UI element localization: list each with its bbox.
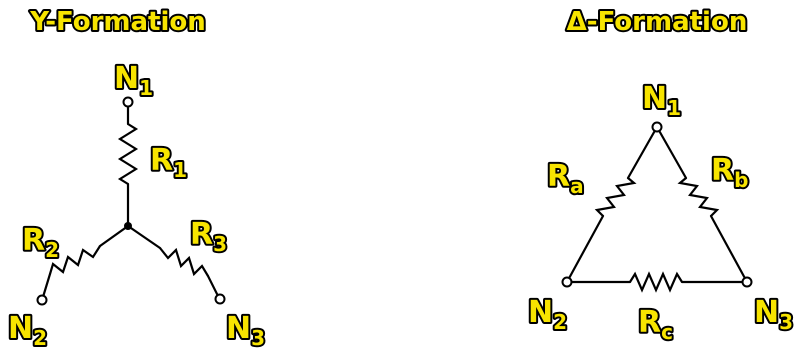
delta-resistor-rb-label: Rb <box>711 153 748 192</box>
y-resistor-r1-label: R1 <box>150 143 187 182</box>
y-wire-r3-n3 <box>206 274 220 298</box>
y-resistor-r3-label: R3 <box>190 217 227 256</box>
y-resistor-r3 <box>159 247 209 277</box>
y-resistor-r1 <box>117 123 139 185</box>
delta-side-ra <box>565 125 659 284</box>
delta-resistor-rc <box>629 271 683 293</box>
delta-wire-ra-n2 <box>565 214 605 284</box>
delta-resistor-rc-label: Rc <box>638 305 673 344</box>
delta-formation: Δ-Formation N1 N2 N3 Ra Rb Rc <box>526 5 795 346</box>
y-wire-center-r2 <box>98 224 130 248</box>
delta-wire-rb-n3 <box>709 214 749 284</box>
delta-resistor-ra <box>594 177 637 217</box>
y-formation-title: Y-Formation <box>29 7 206 37</box>
y-formation: Y-Formation N1 N2 N3 R1 R2 R3 <box>6 5 267 352</box>
y-node-n3-label: N3 <box>226 311 265 350</box>
delta-terminal-n1 <box>651 121 663 133</box>
y-branch-r2 <box>41 224 130 299</box>
y-terminal-n2 <box>36 294 48 306</box>
delta-terminal-n3 <box>741 276 753 288</box>
delta-side-rb <box>655 125 749 284</box>
delta-node-n2-label: N2 <box>528 295 567 334</box>
y-node-n2-label: N2 <box>8 311 47 350</box>
y-terminal-n1 <box>122 96 134 108</box>
delta-resistor-ra-label: Ra <box>547 159 584 198</box>
y-wire-r2-n2 <box>41 272 52 299</box>
delta-node-n1-label: N1 <box>642 81 681 120</box>
y-center-junction <box>124 222 132 230</box>
delta-wire-n1-rb <box>655 125 688 180</box>
delta-resistor-rb <box>677 177 720 217</box>
delta-node-n3-label: N3 <box>754 295 793 334</box>
y-branch-r1 <box>117 104 139 228</box>
delta-formation-title: Δ-Formation <box>567 7 748 37</box>
y-node-n1-label: N1 <box>114 61 153 100</box>
delta-wire-n1-ra <box>626 125 659 180</box>
delta-side-rc <box>565 271 749 293</box>
delta-terminal-n2 <box>561 276 573 288</box>
y-resistor-r2 <box>48 245 101 275</box>
y-terminal-n3 <box>214 293 226 305</box>
y-branch-r3 <box>126 224 220 298</box>
y-wire-center-r3 <box>126 224 162 250</box>
y-resistor-r2-label: R2 <box>22 223 59 262</box>
